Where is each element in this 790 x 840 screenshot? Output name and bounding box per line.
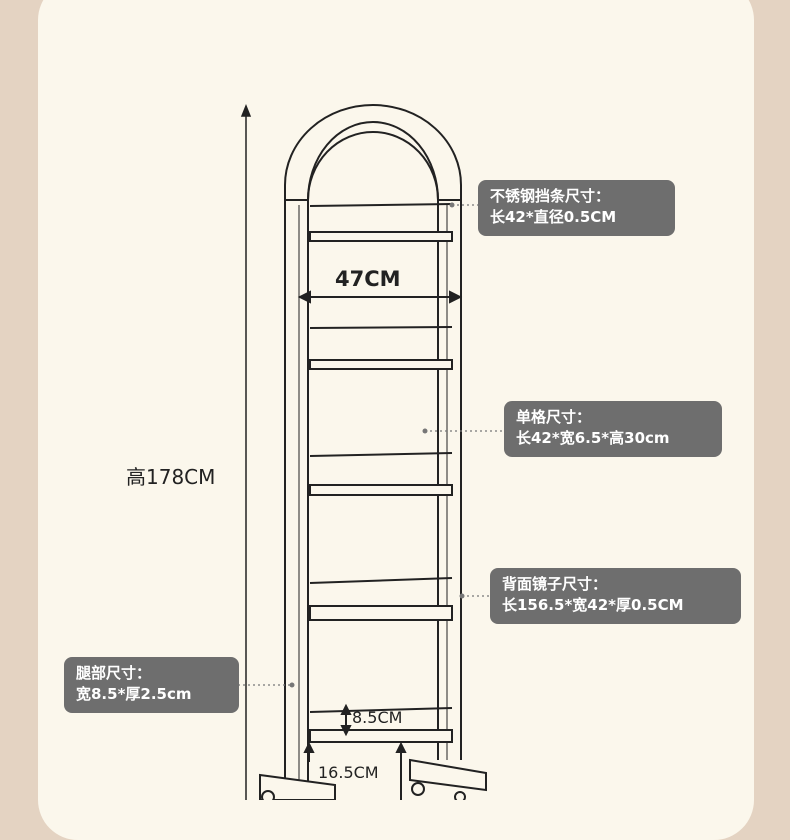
shelves [309,203,453,743]
callout-cell-title: 单格尺寸： [516,408,592,426]
ledge-5 [309,729,453,743]
callout-mirror-value: 长156.5*宽42*厚0.5CM [502,596,684,614]
shelf-diagram [238,103,504,800]
frame-inner-outline [307,121,439,785]
callout-mirror-title: 背面镜子尺寸： [502,575,608,593]
shelf-gap-dimension [340,703,352,737]
callout-rod-size: 不锈钢挡条尺寸： 长42*直径0.5CM [478,180,675,236]
callout-cell-size: 单格尺寸： 长42*宽6.5*高30cm [504,401,722,457]
rod-4 [309,577,453,584]
width-label: 47CM [335,267,401,291]
ledge-3 [309,484,453,496]
rod-2 [309,326,453,329]
callout-rod-value: 长42*直径0.5CM [490,208,617,226]
wheel-right-1 [411,782,425,796]
rod-5 [309,707,453,713]
foot-gap-dimension [303,741,407,800]
ledge-2 [309,359,453,370]
foot-gap-label: 16.5CM [318,763,379,782]
foot-left [259,773,336,800]
frame-arch-inner-curve [307,131,439,201]
callout-leg-title: 腿部尺寸： [76,664,152,682]
feet [259,758,487,800]
callout-cell-value: 长42*宽6.5*高30cm [516,429,670,447]
wheel-left [261,790,275,800]
ledge-1 [309,231,453,242]
foot-right [409,758,487,792]
rod-3 [309,452,453,457]
leader-lines [238,202,504,688]
frame-outer-outline [284,104,462,785]
width-dimension [297,290,463,304]
rod-1 [309,203,453,207]
shelf-frame [284,104,462,785]
height-dimension [240,103,252,800]
callout-mirror-size: 背面镜子尺寸： 长156.5*宽42*厚0.5CM [490,568,741,624]
callout-leg-size: 腿部尺寸： 宽8.5*厚2.5cm [64,657,239,713]
height-label: 高178CM [126,465,216,489]
shelf-gap-label: 8.5CM [352,708,403,727]
callout-rod-title: 不锈钢挡条尺寸： [490,187,611,205]
ledge-4 [309,605,453,621]
callout-leg-value: 宽8.5*厚2.5cm [76,685,192,703]
wheel-right-2 [454,791,466,800]
